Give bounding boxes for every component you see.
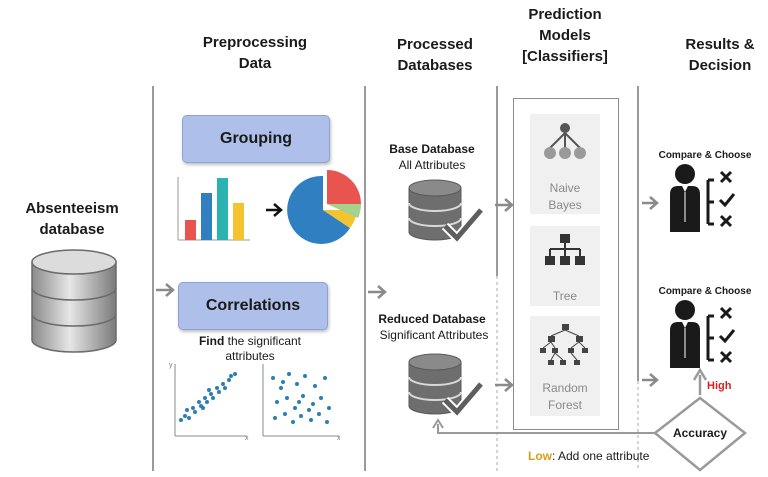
bar-chart-icon (177, 177, 250, 241)
scatter-dot (279, 386, 283, 390)
correlations-button[interactable]: Correlations (178, 282, 328, 330)
arrow-icon (368, 285, 387, 299)
scatter-dot (271, 376, 275, 380)
arrow-icon (156, 283, 175, 297)
decision-person-icon (670, 300, 736, 368)
scatter-plot-icon: y x (169, 362, 249, 442)
scatter-dot (211, 396, 215, 400)
scatter-dot (201, 406, 205, 410)
model-label: Naive Bayes (548, 181, 582, 212)
scatter-dot (317, 412, 321, 416)
find-bold: Find (198, 334, 225, 348)
checked-database-icon (408, 353, 485, 419)
scatter-dot (297, 400, 301, 404)
forest-icon (540, 324, 588, 365)
low-feedback-text: Low: Add one attribute (528, 449, 649, 463)
low-rest: : Add one attribute (552, 449, 650, 463)
compare-choose-1: Compare & Choose (658, 150, 752, 161)
arrow-icon (266, 203, 283, 217)
scatter-dot (203, 396, 207, 400)
scatter-dot (307, 408, 311, 412)
model-label: Random Forest (542, 381, 588, 412)
model-naive-bayes[interactable]: Naive Bayes (530, 114, 600, 214)
accuracy-label: Accuracy (672, 426, 728, 440)
scatter-dot (215, 386, 219, 390)
scatter-dot (223, 386, 227, 390)
separator-4 (637, 86, 639, 381)
arrow-icon (642, 196, 659, 210)
scatter-dot (205, 400, 209, 404)
scatter-dot (179, 418, 183, 422)
base-database-sub: All Attributes (398, 158, 466, 172)
scatter-plot-icon: x (262, 364, 341, 442)
scatter-dot (291, 420, 295, 424)
arrow-icon (495, 198, 514, 212)
reduced-database-sub: Significant Attributes (379, 328, 489, 342)
scatter-dot (295, 382, 299, 386)
model-tree[interactable]: Tree (530, 226, 600, 306)
scatter-dot (303, 374, 307, 378)
base-database-title: Base Database (389, 142, 475, 156)
scatter-dot (209, 392, 213, 396)
scatter-dot (281, 380, 285, 384)
scatter-dot (325, 420, 329, 424)
scatter-dot (319, 396, 323, 400)
find-attributes-text: Find the significant attributes (180, 334, 320, 364)
find-rest: the significant attributes (225, 334, 302, 363)
separator-2 (364, 86, 366, 471)
scatter-dot (183, 414, 187, 418)
header-preprocessing: Preprocessing Data (202, 34, 308, 72)
scatter-dot (311, 402, 315, 406)
scatter-dot (187, 416, 191, 420)
model-random-forest[interactable]: Random Forest (530, 316, 600, 416)
scatter-dot (221, 382, 225, 386)
reduced-database-title: Reduced Database (378, 312, 486, 326)
high-label: High (707, 380, 732, 392)
scatter-dot (217, 390, 221, 394)
hierarchy-icon (544, 123, 586, 159)
pie-chart-icon (287, 170, 362, 244)
scatter-dot (275, 400, 279, 404)
scatter-dot (207, 388, 211, 392)
scatter-dot (299, 414, 303, 418)
arrow-icon (495, 378, 514, 392)
decision-person-icon (670, 164, 736, 232)
axis-y-label: y (169, 362, 173, 369)
scatter-dot (193, 410, 197, 414)
header-processed: Processed Databases (397, 36, 473, 74)
scatter-dot (191, 406, 195, 410)
arrow-icon (642, 373, 659, 387)
axis-x-label: x (245, 435, 249, 442)
header-results: Results & Decision (685, 36, 755, 74)
checked-database-icon (408, 179, 485, 245)
database-icon (31, 249, 117, 353)
scatter-dot (185, 408, 189, 412)
source-title: Absenteeism database (25, 200, 119, 238)
scatter-dot (285, 396, 289, 400)
axis-x-label: x (337, 435, 341, 442)
scatter-dot (323, 376, 327, 380)
grouping-button[interactable]: Grouping (182, 115, 330, 163)
scatter-dot (233, 372, 237, 376)
tree-icon (545, 234, 585, 265)
separator-3 (496, 86, 498, 276)
scatter-dot (197, 400, 201, 404)
scatter-dot (283, 412, 287, 416)
scatter-dot (287, 372, 291, 376)
scatter-dot (293, 406, 297, 410)
scatter-dot (309, 418, 313, 422)
low-label: Low (528, 449, 552, 463)
header-prediction: Prediction Models [Classifiers] (522, 6, 608, 65)
scatter-dot (229, 374, 233, 378)
model-label: Tree (552, 289, 578, 303)
compare-choose-2: Compare & Choose (658, 286, 752, 297)
separator-1 (152, 86, 154, 471)
scatter-dot (327, 406, 331, 410)
scatter-dot (313, 384, 317, 388)
scatter-dot (301, 394, 305, 398)
scatter-dot (273, 416, 277, 420)
scatter-dot (227, 378, 231, 382)
